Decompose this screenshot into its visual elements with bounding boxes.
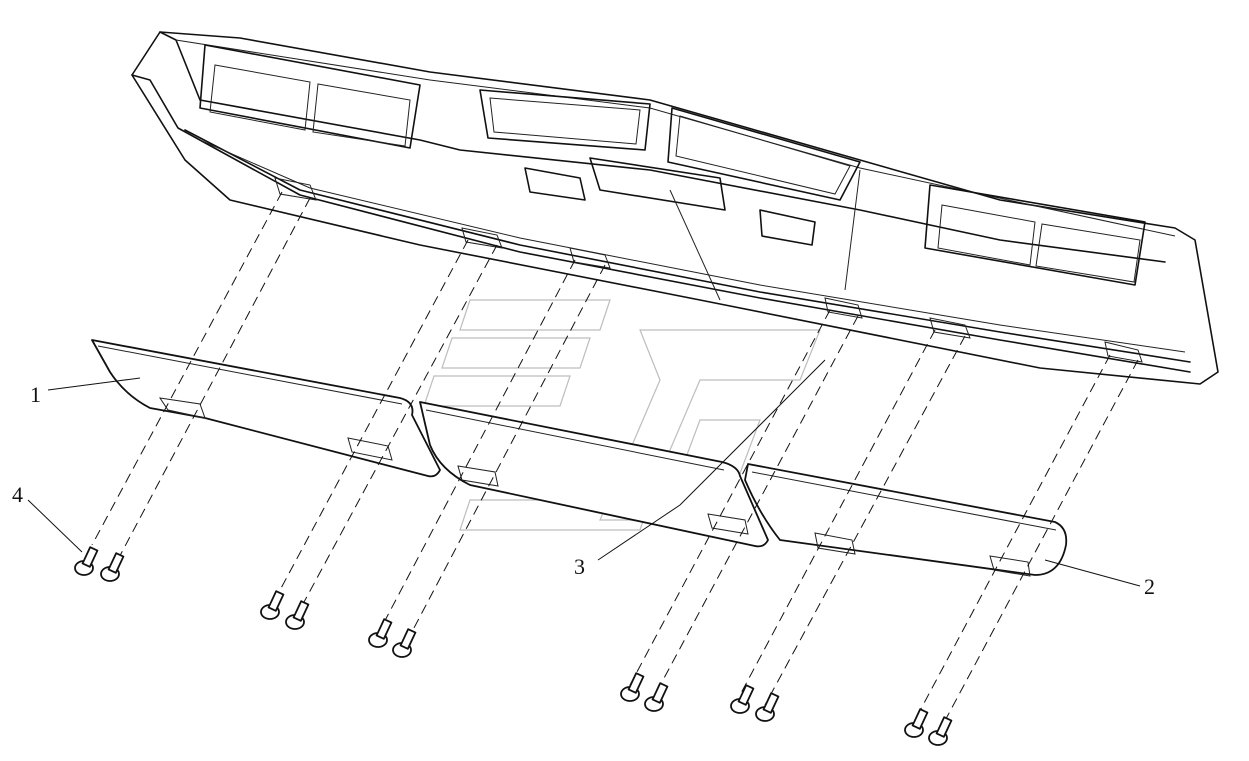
screw <box>74 546 99 576</box>
screws <box>74 546 953 746</box>
screw <box>368 618 393 648</box>
screw <box>730 684 755 714</box>
screw <box>620 672 645 702</box>
callout-1: 1 <box>30 382 41 407</box>
cover-panel-middle <box>419 401 769 548</box>
callout-3: 3 <box>574 554 585 579</box>
screw <box>644 682 669 712</box>
callout-4: 4 <box>12 482 23 507</box>
cover-panel-left <box>91 339 441 478</box>
screw <box>755 692 780 722</box>
cover-panel-right <box>744 463 1068 577</box>
callout-2: 2 <box>1144 574 1155 599</box>
screw <box>904 708 929 738</box>
screw <box>100 552 125 582</box>
screw <box>392 628 417 658</box>
screw <box>285 600 310 630</box>
overhead-console <box>131 31 1219 385</box>
screw <box>260 590 285 620</box>
assembly-lines <box>91 191 1139 731</box>
screw <box>928 716 953 746</box>
leader-lines <box>27 359 1141 587</box>
